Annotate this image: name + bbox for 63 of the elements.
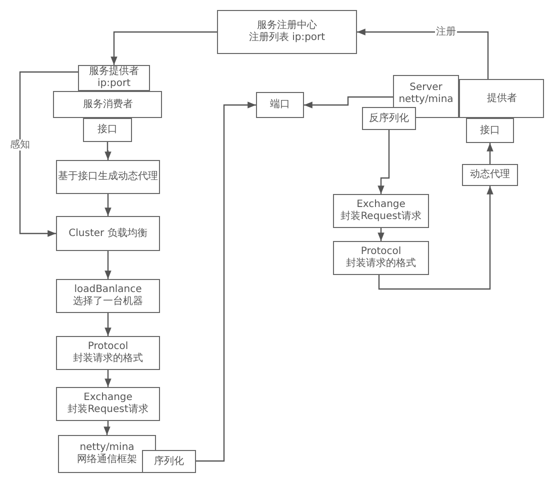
arrow — [104, 313, 112, 336]
process-box — [362, 107, 416, 130]
process-box — [142, 450, 196, 473]
process-box — [333, 194, 429, 228]
process-box — [83, 118, 132, 142]
process-box — [78, 65, 150, 91]
process-box — [462, 164, 518, 186]
process-box — [466, 118, 514, 143]
node-label: 接口 — [480, 124, 500, 136]
edge-label: 注册 — [435, 26, 457, 38]
node-label: 注册列表 ip:port — [248, 32, 326, 44]
edge-label: 感知 — [9, 140, 31, 150]
arrow — [486, 143, 494, 164]
group-box — [459, 79, 544, 118]
arrow — [304, 96, 393, 108]
process-box — [56, 160, 160, 194]
node-label: 提供者 — [487, 93, 517, 105]
arrow — [104, 142, 112, 160]
node-label: ip:port — [98, 78, 130, 90]
node-label: Exchange — [356, 199, 406, 210]
node-label: loadBanlance — [74, 284, 142, 296]
node-label: 选择了一台机器 — [73, 296, 143, 308]
process-box — [217, 10, 357, 54]
node-label: Server — [410, 82, 442, 94]
node-label: 服务消费者 — [83, 99, 133, 111]
node-label: 服务提供者 — [89, 66, 139, 78]
arrow — [378, 186, 494, 290]
node-label: netty/mina — [80, 442, 134, 454]
node-label: 基于接口生成动态代理 — [58, 171, 158, 183]
node-label: Exchange — [84, 392, 132, 404]
arrow — [378, 130, 390, 194]
node-label: 反序列化 — [369, 112, 409, 124]
process-box — [56, 279, 160, 313]
process-box — [56, 387, 160, 421]
group-box — [53, 91, 162, 118]
process-box — [56, 216, 160, 251]
node-label: 封装请求的格式 — [346, 258, 416, 270]
node-label: netty/mina — [398, 94, 454, 106]
node-label: 网络通信框架 — [77, 454, 137, 466]
process-box — [256, 92, 304, 118]
arrow — [378, 228, 384, 241]
node-label: 动态代理 — [470, 169, 510, 181]
arrow — [110, 31, 217, 65]
arrow — [357, 28, 489, 79]
process-box — [56, 336, 160, 370]
node-label: 接口 — [98, 124, 118, 136]
node-label: Protocol — [360, 246, 402, 258]
node-label: 服务注册中心 — [257, 20, 317, 32]
node-label: Protocol — [88, 341, 128, 352]
process-box — [333, 241, 429, 275]
process-box — [58, 435, 156, 473]
arrow — [104, 251, 112, 279]
arrow — [104, 370, 112, 387]
node-label: 封装Request请求 — [68, 404, 148, 416]
arrow — [104, 421, 110, 435]
node-label: Cluster 负载均衡 — [68, 228, 148, 240]
arrow — [19, 71, 78, 237]
node-label: 端口 — [270, 99, 290, 111]
arrow — [196, 102, 256, 462]
node-label: 序列化 — [154, 456, 184, 468]
node-label: 封装Request请求 — [340, 211, 422, 223]
node-label: 封装请求的格式 — [73, 353, 143, 365]
arrow — [104, 194, 112, 216]
